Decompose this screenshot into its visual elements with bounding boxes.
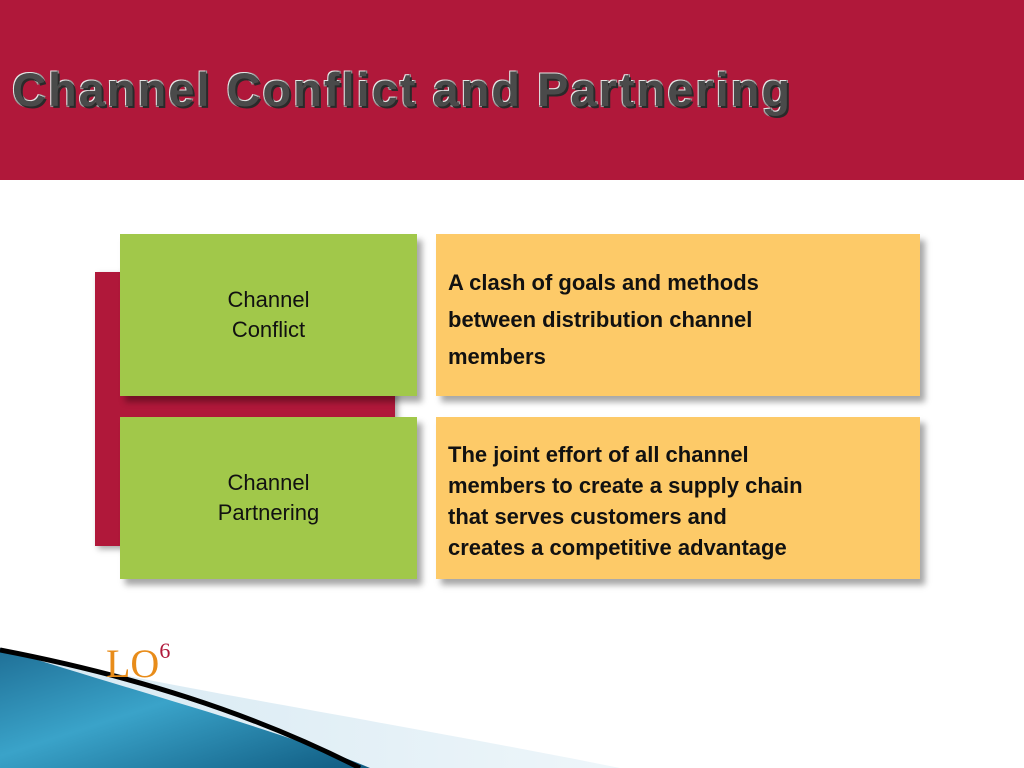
definition-line: that serves customers and [448, 504, 727, 529]
definition-line: creates a competitive advantage [448, 535, 787, 560]
lo-number: 6 [159, 638, 171, 663]
definition-line: The joint effort of all channel [448, 442, 749, 467]
slide-title: Channel Conflict and Partnering [12, 63, 793, 116]
learning-objective-badge: LO6 [106, 640, 170, 686]
title-banner: Channel Conflict and Partnering [0, 0, 1024, 180]
term-box-channel-conflict: Channel Conflict [120, 234, 417, 396]
term-label-line: Channel [227, 470, 310, 495]
definition-box-channel-conflict: A clash of goals and methods between dis… [436, 234, 920, 396]
term-label: Channel Conflict [228, 285, 310, 345]
definition-box-channel-partnering: The joint effort of all channel members … [436, 417, 920, 579]
term-label-line: Partnering [217, 500, 320, 525]
definition-line: between distribution channel [448, 307, 753, 332]
definition-line: members to create a supply chain [448, 473, 803, 498]
definition-line: members [448, 344, 546, 369]
term-box-channel-partnering: Channel Partnering [120, 417, 417, 579]
term-label-line: Conflict [231, 317, 306, 342]
definition-line: A clash of goals and methods [448, 270, 759, 295]
term-label-line: Channel [227, 287, 310, 312]
lo-text: LO [106, 641, 160, 686]
term-label: Channel Partnering [218, 468, 320, 528]
